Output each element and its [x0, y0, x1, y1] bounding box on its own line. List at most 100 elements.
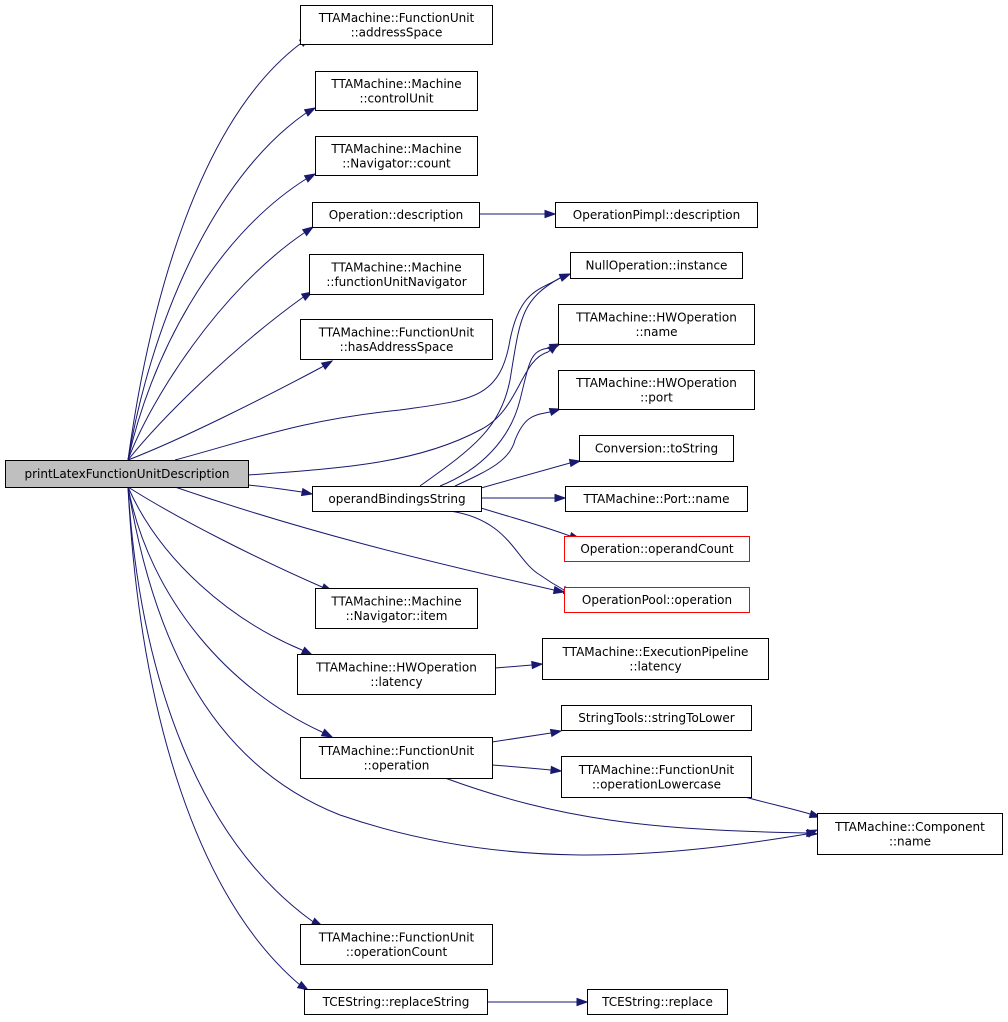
- node-label: ::name: [635, 325, 677, 339]
- node-box[interactable]: [300, 737, 493, 779]
- edge-line: [419, 277, 561, 487]
- node-box[interactable]: [561, 705, 752, 731]
- edge-arrowhead: [531, 660, 544, 670]
- edge-arrowhead: [303, 107, 317, 117]
- edge-line: [127, 486, 323, 588]
- node-box[interactable]: [315, 71, 478, 111]
- node-box[interactable]: [587, 989, 728, 1015]
- node-op_description[interactable]: Operation::description: [312, 202, 480, 228]
- node-box[interactable]: [817, 813, 1003, 855]
- node-nav_count[interactable]: TTAMachine::Machine::Navigator::count: [315, 136, 478, 176]
- edge-fu_opLowercase-to-comp_name: [744, 796, 822, 819]
- node-tce_replaceString[interactable]: TCEString::replaceString: [304, 989, 488, 1015]
- edge-root-to-m_fuNavigator: [127, 291, 314, 461]
- node-oppool_operation[interactable]: OperationPool::operation: [564, 587, 750, 613]
- node-box[interactable]: [300, 5, 493, 45]
- edge-operandBindingsString-to-hwop_name: [439, 343, 562, 487]
- edge-line: [127, 112, 307, 461]
- node-label: TTAMachine::FunctionUnit: [578, 763, 735, 777]
- node-operandBindingsString[interactable]: operandBindingsString: [312, 486, 482, 512]
- node-fu_opLowercase[interactable]: TTAMachine::FunctionUnit::operationLower…: [561, 756, 752, 798]
- node-m_controlUnit[interactable]: TTAMachine::Machine::controlUnit: [315, 71, 478, 111]
- node-box[interactable]: [542, 638, 769, 680]
- node-label: TTAMachine::FunctionUnit: [318, 11, 475, 25]
- node-box[interactable]: [304, 989, 488, 1015]
- node-tce_replace[interactable]: TCEString::replace: [587, 989, 728, 1015]
- edge-tce_replaceString-to-tce_replace: [487, 997, 589, 1007]
- node-box[interactable]: [558, 370, 755, 410]
- edge-arrowhead: [320, 360, 334, 371]
- node-fu_operationCount[interactable]: TTAMachine::FunctionUnit::operationCount: [300, 924, 493, 965]
- node-box[interactable]: [300, 924, 493, 965]
- node-label: OperationPool::operation: [582, 593, 732, 607]
- node-box[interactable]: [312, 486, 482, 512]
- edge-fu_operation-to-str_toLower: [491, 728, 563, 743]
- node-nav_item[interactable]: TTAMachine::Machine::Navigator::item: [315, 588, 478, 629]
- node-box[interactable]: [315, 588, 478, 629]
- node-box[interactable]: [570, 252, 743, 279]
- node-box[interactable]: [579, 435, 734, 462]
- node-op_operandCount[interactable]: Operation::operandCount: [564, 536, 750, 562]
- node-label: ::Navigator::item: [346, 609, 448, 623]
- node-nullop_instance[interactable]: NullOperation::instance: [570, 252, 743, 279]
- node-box[interactable]: [315, 136, 478, 176]
- edge-line: [127, 486, 313, 922]
- node-box[interactable]: [312, 202, 480, 228]
- node-box[interactable]: [309, 254, 484, 295]
- node-box[interactable]: [561, 756, 752, 798]
- node-fu_addressSpace[interactable]: TTAMachine::FunctionUnit::addressSpace: [300, 5, 493, 45]
- edge-line: [491, 732, 552, 743]
- node-box[interactable]: [555, 202, 758, 228]
- edge-line-tail: [311, 920, 314, 922]
- edge-line: [247, 351, 549, 476]
- node-box[interactable]: [565, 486, 748, 512]
- node-label: ::operationCount: [346, 945, 448, 959]
- nodes-layer: printLatexFunctionUnitDescriptionTTAMach…: [5, 5, 1003, 1015]
- node-str_toLower[interactable]: StringTools::stringToLower: [561, 705, 752, 731]
- node-m_fuNavigator[interactable]: TTAMachine::Machine::functionUnitNavigat…: [309, 254, 484, 295]
- node-fu_hasAddressSpace[interactable]: TTAMachine::FunctionUnit::hasAddressSpac…: [300, 319, 493, 360]
- node-hwop_name[interactable]: TTAMachine::HWOperation::name: [558, 304, 755, 345]
- node-box[interactable]: [564, 587, 750, 613]
- edge-line: [454, 411, 551, 487]
- node-fu_operation[interactable]: TTAMachine::FunctionUnit::operation: [300, 737, 493, 779]
- node-label: ::Navigator::count: [342, 156, 451, 170]
- node-label: TTAMachine::Port::name: [583, 492, 730, 506]
- node-label: TTAMachine::Component: [834, 820, 985, 834]
- edge-line: [494, 664, 533, 669]
- edge-root-to-m_controlUnit: [127, 107, 317, 461]
- edge-line: [480, 462, 571, 489]
- node-label: ::hasAddressSpace: [340, 340, 454, 354]
- node-box[interactable]: [300, 319, 493, 360]
- edge-root-to-fu_hasAddressSpace: [127, 360, 334, 461]
- edge-arrowhead: [320, 728, 334, 738]
- node-label: OperationPimpl::description: [573, 208, 740, 222]
- node-label: TTAMachine::ExecutionPipeline: [562, 645, 749, 659]
- node-box[interactable]: [564, 536, 750, 562]
- node-label: TCEString::replaceString: [322, 995, 470, 1009]
- node-comp_name[interactable]: TTAMachine::Component::name: [817, 813, 1003, 855]
- node-label: TCEString::replace: [601, 995, 713, 1009]
- node-label: Operation::description: [329, 208, 464, 222]
- edge-root-to-oppool_operation: [174, 486, 566, 595]
- node-hwop_port[interactable]: TTAMachine::HWOperation::port: [558, 370, 755, 410]
- node-root[interactable]: printLatexFunctionUnitDescription: [5, 460, 249, 488]
- node-pipe_latency[interactable]: TTAMachine::ExecutionPipeline::latency: [542, 638, 769, 680]
- edge-line-tail: [321, 731, 324, 733]
- node-conv_toString[interactable]: Conversion::toString: [579, 435, 734, 462]
- node-label: NullOperation::instance: [586, 259, 728, 273]
- edge-line: [439, 347, 551, 487]
- edge-line: [127, 178, 307, 461]
- node-box[interactable]: [297, 654, 496, 695]
- edge-root-to-fu_operation: [127, 486, 334, 738]
- node-box[interactable]: [558, 304, 755, 345]
- node-label: ::operation: [364, 758, 430, 772]
- node-hwop_latency[interactable]: TTAMachine::HWOperation::latency: [297, 654, 496, 695]
- node-label: ::port: [640, 390, 673, 404]
- node-label: ::functionUnitNavigator: [326, 275, 466, 289]
- node-box[interactable]: [5, 460, 249, 488]
- edge-line: [127, 366, 323, 461]
- node-opimpl_description[interactable]: OperationPimpl::description: [555, 202, 758, 228]
- node-port_name[interactable]: TTAMachine::Port::name: [565, 486, 748, 512]
